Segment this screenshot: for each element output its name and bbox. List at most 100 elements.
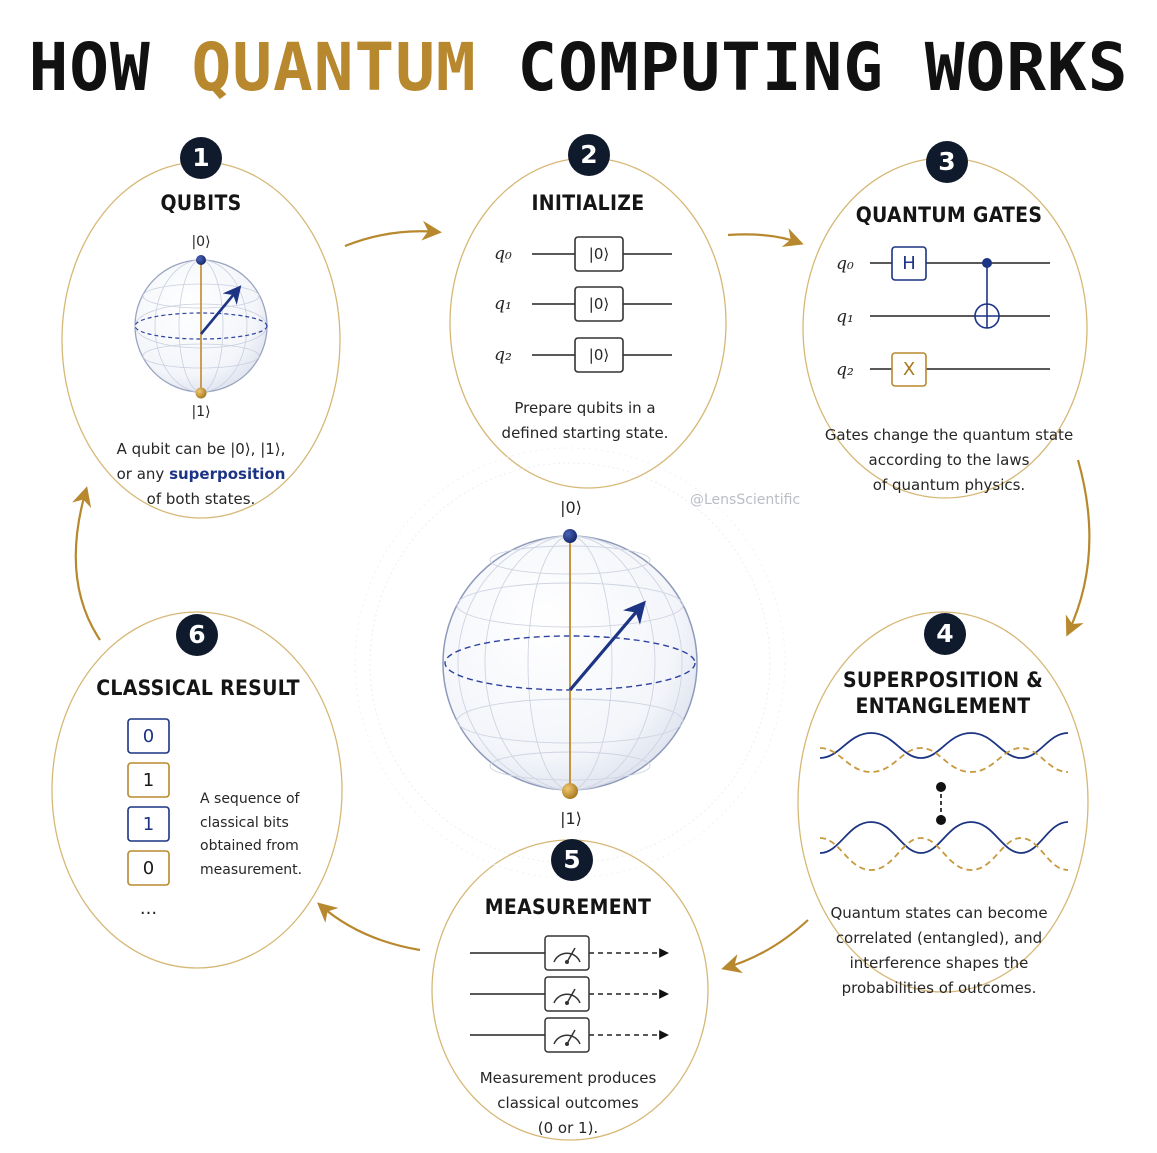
bit-value-1: 1 <box>142 770 155 791</box>
step-1-desc-line: of both states. <box>146 490 256 508</box>
init-gate-label: |0⟩ <box>588 346 610 364</box>
flow-arrows <box>72 220 1091 974</box>
init-gate-box <box>574 286 624 322</box>
init-gate-label: |0⟩ <box>588 295 610 313</box>
page-title: HOW QUANTUM COMPUTING WORKS <box>0 28 1157 108</box>
init-qubit-label-1: q₁ <box>494 294 512 314</box>
step-6-desc-line: A sequence of <box>200 791 300 807</box>
step-4-desc-line: correlated (entangled), and <box>835 929 1043 947</box>
bit-box-1 <box>127 762 170 798</box>
x-gate-box <box>891 352 927 387</box>
step-4-title-line: ENTANGLEMENT <box>855 694 1031 718</box>
step-1-title: QUBITS <box>160 191 242 215</box>
large-sphere-top-label: |0⟩ <box>560 498 582 517</box>
step-5-desc-line: (0 or 1). <box>537 1119 599 1137</box>
flow-arrow-1-2 <box>344 220 442 248</box>
step-1-desc-line: A qubit can be |0⟩, |1⟩, <box>116 440 286 458</box>
entangle-dot-top <box>936 782 946 792</box>
measurement-circuit <box>470 935 669 1053</box>
step-6-badge: 6 <box>176 614 218 656</box>
step-2-badge: 2 <box>568 134 610 176</box>
step-1-desc-line: or any superposition <box>76 462 326 487</box>
cnot-control-dot <box>982 258 992 268</box>
bit-value-3: 0 <box>142 858 155 879</box>
bit-boxes <box>127 718 170 886</box>
step-4-desc: Quantum states can become correlated (en… <box>809 901 1069 1001</box>
flow-arrow-6-1 <box>72 486 101 641</box>
step-4-desc-line: interference shapes the <box>849 954 1029 972</box>
wave-bottom-navy <box>819 821 1069 854</box>
bloch-sphere-large <box>354 447 786 879</box>
wave-top-navy <box>819 732 1069 759</box>
title-post: COMPUTING WORKS <box>476 29 1129 106</box>
ring-step-6 <box>51 611 343 969</box>
title-pre: HOW <box>28 29 192 106</box>
init-gate-box <box>574 337 624 373</box>
step-1-badge: 1 <box>180 137 222 179</box>
bloch-sphere-small <box>134 255 268 399</box>
step-5-desc-line: Measurement produces <box>479 1069 657 1087</box>
step-6-desc-line: obtained from <box>200 838 299 854</box>
step-5-badge: 5 <box>551 839 593 881</box>
step-6-desc: A sequence of classical bits obtained fr… <box>200 788 330 882</box>
step-6-title: CLASSICAL RESULT <box>96 676 300 700</box>
bit-value-0: 0 <box>142 726 155 747</box>
step-3-title: QUANTUM GATES <box>855 203 1043 227</box>
step-3-badge: 3 <box>926 141 968 183</box>
small-sphere-bottom-label: |1⟩ <box>191 404 211 420</box>
init-gate-label: |0⟩ <box>588 245 610 263</box>
step-2-title: INITIALIZE <box>531 191 645 215</box>
ring-step-4 <box>797 611 1089 993</box>
init-qubit-label-2: q₂ <box>494 345 512 365</box>
step-6-desc-line: measurement. <box>200 861 303 878</box>
h-gate-label: H <box>902 253 916 274</box>
meter-icon <box>553 1034 581 1045</box>
step-4-badge: 4 <box>924 613 966 655</box>
superposition-highlight: superposition <box>169 465 286 483</box>
flow-arrow-2-3 <box>727 228 804 247</box>
step-4-title: SUPERPOSITION & ENTANGLEMENT <box>823 667 1063 719</box>
h-gate-box <box>891 246 927 281</box>
gate-qubit-label-2: q₂ <box>836 360 854 380</box>
x-gate-label: X <box>902 359 916 380</box>
flow-arrow-3-4 <box>1065 459 1091 637</box>
step-5-desc-line: classical outcomes <box>497 1094 639 1112</box>
step-4-title-line: SUPERPOSITION & <box>842 668 1044 692</box>
bit-box-0 <box>127 718 170 754</box>
bit-box-2 <box>127 806 170 842</box>
gate-qubit-label-0: q₀ <box>836 254 854 274</box>
gate-qubit-label-1: q₁ <box>836 307 854 327</box>
bit-value-2: 1 <box>142 814 155 835</box>
wave-bottom-gold <box>819 837 1069 871</box>
flow-arrow-4-5 <box>721 919 809 974</box>
meter-icon <box>553 952 581 963</box>
step-5-title: MEASUREMENT <box>484 895 652 919</box>
entanglement-waves <box>819 732 1069 871</box>
step-4-desc-line: Quantum states can become <box>830 904 1048 922</box>
step-3-desc-line: of quantum physics. <box>872 476 1026 494</box>
step-2-desc: Prepare qubits in a defined starting sta… <box>465 396 705 446</box>
init-qubit-label-0: q₀ <box>494 244 512 264</box>
step-3-desc: Gates change the quantum state according… <box>809 423 1089 498</box>
step-5-desc: Measurement produces classical outcomes … <box>453 1066 683 1141</box>
init-circuit <box>532 236 672 373</box>
large-sphere-bottom-label: |1⟩ <box>560 809 582 828</box>
step-6-desc-line: classical bits <box>200 814 289 831</box>
bit-box-3 <box>127 850 170 886</box>
step-3-desc-line: Gates change the quantum state <box>824 426 1074 444</box>
small-sphere-top-label: |0⟩ <box>191 234 211 250</box>
step-3-desc-line: according to the laws <box>868 451 1030 469</box>
init-gate-box <box>574 236 624 272</box>
step-1-desc: A qubit can be |0⟩, |1⟩, or any superpos… <box>76 437 326 512</box>
entangle-dot-bottom <box>936 815 946 825</box>
meter-icon <box>553 993 581 1004</box>
gates-circuit <box>870 246 1050 387</box>
watermark: @LensScientific <box>690 492 801 508</box>
step-4-desc-line: probabilities of outcomes. <box>841 979 1037 997</box>
wave-top-gold <box>819 747 1069 773</box>
flow-arrow-5-6 <box>317 902 421 952</box>
step-2-desc-line: Prepare qubits in a <box>514 399 656 417</box>
bits-ellipsis: ... <box>139 898 158 919</box>
title-accent: QUANTUM <box>191 29 477 106</box>
step-1-desc-pre: or any <box>116 465 170 483</box>
